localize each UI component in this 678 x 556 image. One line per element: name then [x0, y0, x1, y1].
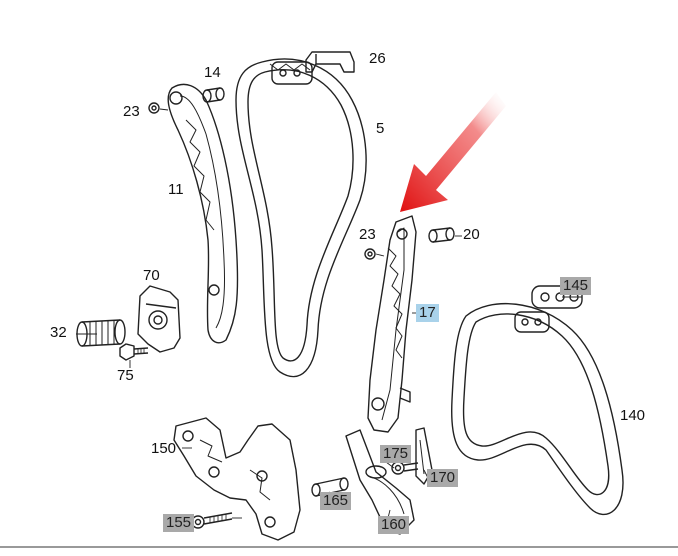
tag-170: 170: [427, 469, 459, 487]
screw-175: [391, 461, 419, 475]
chain-guide-clip: [305, 51, 355, 73]
tensioner-lever: [345, 429, 415, 535]
nut-23-lower: [364, 248, 376, 260]
chain-tensioner: [76, 319, 126, 347]
label-11: 11: [168, 181, 184, 198]
pin-20: [428, 227, 455, 243]
label-23-lower: 23: [359, 226, 376, 243]
tag-165: 165: [320, 492, 352, 510]
label-70: 70: [143, 267, 160, 284]
bolt-155: [191, 512, 233, 529]
red-pointer-arrow: [400, 92, 506, 212]
bolt-75: [119, 343, 149, 361]
label-75: 75: [117, 367, 134, 384]
tensioner-housing: [137, 285, 181, 353]
nut-23-upper: [148, 102, 160, 114]
lower-timing-chain: [451, 302, 624, 516]
tag-17: 17: [416, 304, 439, 322]
label-26: 26: [369, 50, 386, 67]
label-32: 32: [50, 324, 67, 341]
tag-145: 145: [560, 277, 592, 295]
tag-160: 160: [378, 516, 410, 534]
label-140: 140: [620, 407, 646, 424]
label-20: 20: [463, 226, 480, 243]
label-14: 14: [204, 64, 221, 81]
guide-rail-17: [367, 215, 417, 433]
upper-timing-chain: [235, 58, 367, 378]
tensioner-rail: [167, 83, 239, 344]
label-150: 150: [151, 440, 177, 457]
tag-175: 175: [380, 445, 412, 463]
oil-pump-chain-guide: [173, 417, 301, 541]
label-23-upper: 23: [123, 103, 140, 120]
bottom-divider: [0, 546, 678, 548]
tag-155: 155: [163, 514, 195, 532]
label-5: 5: [376, 120, 385, 137]
